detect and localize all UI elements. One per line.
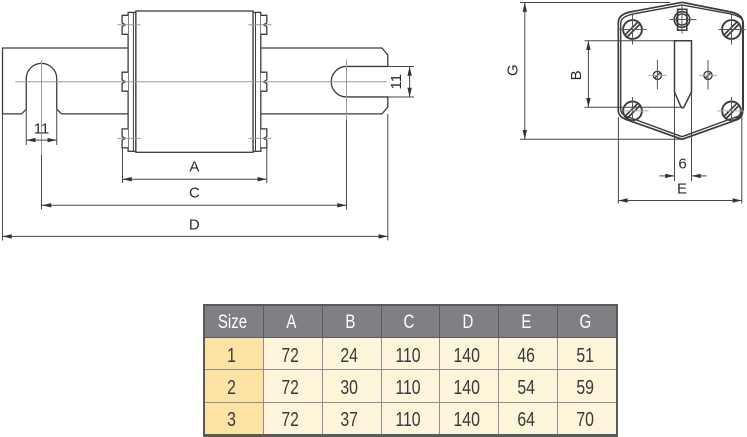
svg-text:A: A: [189, 158, 199, 175]
svg-text:G: G: [505, 64, 522, 76]
svg-text:6: 6: [678, 155, 686, 172]
svg-text:C: C: [189, 185, 200, 202]
svg-text:11: 11: [34, 121, 50, 138]
svg-text:E: E: [677, 181, 687, 198]
svg-text:11: 11: [388, 74, 405, 90]
svg-text:B: B: [568, 70, 585, 80]
svg-text:D: D: [189, 216, 200, 233]
